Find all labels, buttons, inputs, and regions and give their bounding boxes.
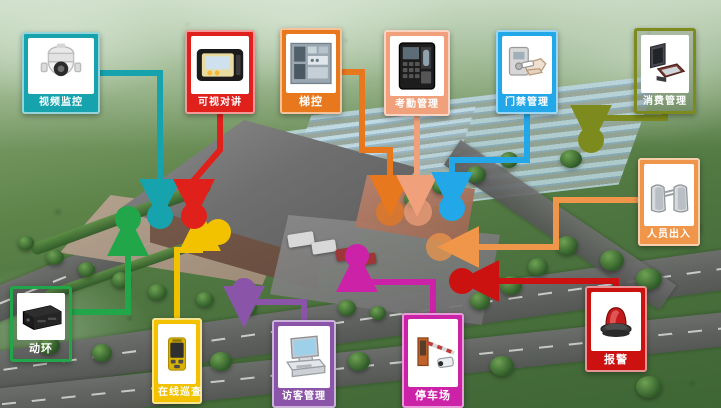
node-card-label: 门禁管理 [505,97,549,108]
node-card-attendance[interactable]: 考勤管理 [384,30,450,116]
hub-dot-alarm[interactable] [449,268,475,294]
handheld-patrol-device-icon [158,324,196,384]
node-card-label: 可视对讲 [198,97,242,108]
tree [338,300,356,316]
hub-dot-environment-power[interactable] [115,206,141,232]
tree [500,152,518,168]
hub-dot-parking-lot[interactable] [345,244,369,268]
node-card-label: 视频监控 [39,97,83,108]
node-card-parking-lot[interactable]: 停车场 [402,313,464,408]
node-card-label: 梯控 [299,95,323,108]
pos-terminal-icon [641,35,689,93]
tree [560,150,582,168]
hub-dot-elevator-control[interactable] [376,198,404,226]
tree [92,344,112,362]
turnstile-gate-icon [644,164,694,226]
node-card-label: 人员出入 [647,229,691,240]
hub-dot-visitor-management[interactable] [232,278,256,302]
tree [148,284,167,300]
node-card-video-intercom[interactable]: 可视对讲 [185,30,255,114]
tree [466,166,486,183]
hub-dot-attendance[interactable] [404,198,432,226]
tree [38,336,60,355]
tree [528,258,548,276]
node-card-label: 考勤管理 [395,99,439,110]
node-card-alarm[interactable]: 报警 [585,286,647,372]
tree [490,356,514,376]
node-card-consumption[interactable]: 消费管理 [634,28,696,114]
node-card-label: 访客管理 [282,391,326,402]
tree [636,376,662,398]
ptz-dome-camera-icon [28,38,94,94]
card-reader-hand-icon [502,36,552,94]
tree [112,272,130,288]
tree [500,276,522,295]
tree [210,352,232,371]
node-card-personnel-access[interactable]: 人员出入 [638,158,700,246]
tree [348,352,370,371]
node-card-label: 动环 [29,342,53,355]
hub-dot-video-intercom[interactable] [181,203,207,229]
rotating-alarm-beacon-icon [591,292,641,351]
node-card-access-control[interactable]: 门禁管理 [496,30,558,114]
node-card-elevator-control[interactable]: 梯控 [280,28,342,114]
tree [432,178,450,194]
tree [240,300,257,315]
node-card-label: 报警 [604,353,628,366]
visitor-kiosk-icon [278,326,330,388]
node-card-environment-power[interactable]: 动环 [10,286,72,362]
node-card-video-surveillance[interactable]: 视频监控 [22,32,100,114]
node-card-visitor-management[interactable]: 访客管理 [272,320,336,408]
ups-power-box-icon [17,293,65,340]
tree [196,292,214,307]
node-card-label: 停车场 [415,389,451,402]
tree [600,250,624,271]
tree [370,306,386,320]
node-card-online-patrol[interactable]: 在线巡查 [152,318,202,404]
barrier-gate-icon [408,319,458,387]
tree [46,250,64,265]
hub-dot-consumption[interactable] [578,127,604,153]
tree [78,262,95,277]
hub-dot-online-patrol[interactable] [205,219,231,245]
video-door-phone-icon [191,36,249,94]
node-card-label: 消费管理 [643,96,687,107]
tree [636,268,662,290]
tree [18,236,34,250]
elevator-panel-icon [286,34,336,93]
fingerprint-terminal-icon [390,36,444,96]
node-card-label: 在线巡查 [158,387,202,398]
tree [556,236,578,255]
hub-dot-personnel-access[interactable] [426,233,454,261]
hub-dot-video-surveillance[interactable] [147,203,173,229]
tree [470,292,490,310]
hub-dot-access-control[interactable] [439,195,465,221]
